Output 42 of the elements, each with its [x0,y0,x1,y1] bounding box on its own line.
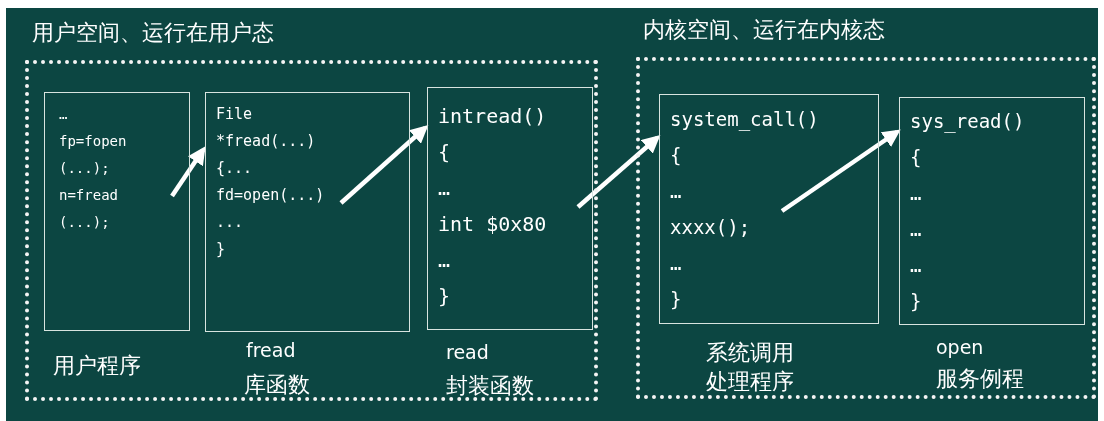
code-line: { [438,139,451,166]
code-line: system_call() [670,107,819,133]
code-line: xxxx(); [670,215,751,240]
arrow [170,146,206,198]
code-line: … [59,105,69,124]
code-line: { [670,143,682,168]
code-line: *fread(...) [216,131,316,152]
box-caption: 封装函数 [446,372,534,400]
code-line: int $0x80 [438,211,547,238]
region-heading: 内核空间、运行在内核态 [643,17,885,43]
box-caption: 服务例程 [936,365,1024,393]
code-line: } [910,289,922,314]
code-line: … [670,179,682,204]
code-line: } [216,239,226,260]
code-line: … [438,247,451,274]
code-line: n=fread(...); [59,186,119,232]
box-caption: fread [246,339,296,361]
code-line: sys_read() [910,109,1025,135]
code-line: { [910,145,922,170]
code-line: ... [216,212,244,233]
box-caption: 库函数 [244,371,310,399]
code-line: } [438,283,451,310]
code-line: {... [216,158,253,179]
code-line: … [910,217,922,242]
arrow [780,129,901,213]
code-line: File [216,104,253,125]
box-caption: open [936,336,984,358]
box-caption: 系统调用 [706,339,794,367]
box-caption: read [446,341,489,363]
code-line: fp=fopen(...); [59,132,128,178]
box-caption: 处理程序 [706,368,794,396]
box-caption: 用户程序 [53,352,141,380]
code-line: … [910,253,922,278]
arrow [339,125,429,205]
code-line: intread() [438,103,547,130]
arrow [576,135,661,209]
code-line: … [670,251,682,276]
code-line: … [438,175,451,202]
code-line: … [910,181,922,206]
region-heading: 用户空间、运行在用户态 [32,20,274,46]
code-line: } [670,287,682,312]
code-line: fd=open(...) [216,185,325,206]
